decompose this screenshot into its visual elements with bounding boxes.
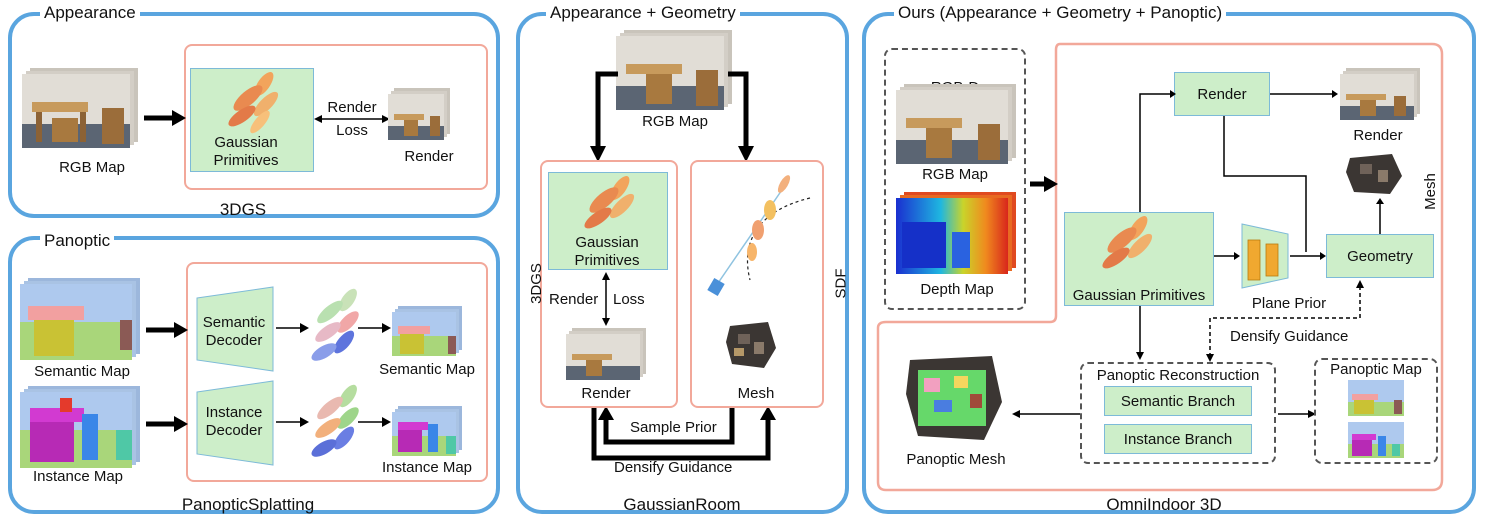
geometry-title: Appearance + Geometry <box>546 4 740 21</box>
appearance-render-loss-label: Render Loss <box>327 99 377 140</box>
instance-map-thumbnail <box>20 386 140 468</box>
ours-instance-branch-box <box>1104 424 1252 454</box>
ours-semantic-branch-box <box>1104 386 1252 416</box>
ours-rgb-thumbnail <box>896 84 1016 164</box>
ours-render-out-label: Render <box>1353 127 1403 144</box>
geometry-3dgs-box <box>540 160 678 408</box>
panoptic-title: Panoptic <box>40 232 115 249</box>
appearance-arrow-in <box>144 110 186 126</box>
instance-decoder-shape <box>196 380 274 466</box>
ours-densify-guidance-label: Densify Guidance <box>1230 328 1349 345</box>
ours-gaussian-label: Gaussian Primitives <box>1072 287 1206 304</box>
instance-arrow-in <box>146 416 188 432</box>
geometry-loss-arrow <box>602 272 610 326</box>
ours-semantic-branch-label: Semantic Branch <box>1120 393 1236 410</box>
geometry-sdf-box <box>690 160 824 408</box>
geometry-rgb-label: RGB Map <box>642 113 708 130</box>
appearance-render-label: Render <box>404 148 454 165</box>
instance-decoder-arrow <box>276 417 309 427</box>
ours-mesh-thumbnail <box>1344 152 1406 196</box>
instance-out-arrow <box>358 417 391 427</box>
semantic-decoder-arrow <box>276 323 309 333</box>
geometry-gaussian-box <box>548 172 668 270</box>
semantic-output-thumbnail <box>392 306 462 356</box>
geometry-rgb-thumbnail <box>616 30 732 110</box>
ours-depth-thumbnail <box>896 192 1016 274</box>
ours-gaussians-icon <box>1102 216 1153 269</box>
geometry-gaussians-icon <box>584 176 635 229</box>
appearance-rgb-label: RGB Map <box>59 159 125 176</box>
ours-render-box <box>1174 72 1270 116</box>
geometry-feedback-arrows <box>591 408 776 461</box>
plane-prior-icon <box>1241 223 1289 289</box>
ours-panoptic-instance-thumbnail <box>1348 422 1404 458</box>
geometry-mesh-label: Mesh <box>737 385 775 402</box>
geometry-sdf-side-label: SDF <box>832 268 850 299</box>
rgb-map-thumbnail <box>22 68 138 148</box>
appearance-pipeline-box <box>184 44 488 190</box>
instance-gaussians-icon <box>311 384 359 457</box>
ours-rgbd-box <box>884 48 1026 310</box>
ours-panoptic-recon-label: Panoptic Reconstruction <box>1096 367 1260 384</box>
instance-decoder-label: Instance Decoder <box>205 404 263 439</box>
geometry-loss-label: Loss <box>613 291 645 308</box>
panoptic-semantic-input-label: Semantic Map <box>34 363 130 380</box>
ours-output-arrows <box>1012 410 1316 418</box>
panoptic-caption: PanopticSplatting <box>181 495 315 514</box>
panoptic-instance-input-label: Instance Map <box>32 468 124 485</box>
ours-instance-branch-label: Instance Branch <box>1123 431 1233 448</box>
geometry-caption: GaussianRoom <box>623 495 741 514</box>
appearance-gaussian-label: Gaussian Primitives <box>213 134 279 169</box>
ours-flow-arrows <box>1136 90 1384 360</box>
ours-geometry-box <box>1326 234 1434 278</box>
geometry-3dgs-side-label: 3DGS <box>527 263 545 304</box>
ours-caption: OmniIndoor 3D <box>1106 495 1222 514</box>
appearance-gaussian-box <box>190 68 314 172</box>
appearance-render-thumbnail <box>388 88 450 140</box>
ours-input-arrow <box>1030 176 1058 192</box>
semantic-map-thumbnail <box>20 278 140 360</box>
ours-panoptic-map-box <box>1314 358 1438 464</box>
ours-densify-arrow <box>1206 280 1364 362</box>
ours-render-thumbnail <box>1340 68 1420 120</box>
geometry-mesh-thumbnail <box>724 320 778 370</box>
panoptic-pipeline-box <box>186 262 488 482</box>
ours-title: Ours (Appearance + Geometry + Panoptic) <box>894 4 1227 21</box>
instance-output-thumbnail <box>392 406 462 456</box>
sdf-ray-illustration <box>707 175 811 297</box>
ours-panoptic-map-label: Panoptic Map <box>1330 361 1422 378</box>
panoptic-panel <box>8 236 500 514</box>
ours-geometry-box-label: Geometry <box>1347 248 1413 265</box>
semantic-decoder-label: Semantic Decoder <box>202 314 266 349</box>
ours-plane-prior-label: Plane Prior <box>1251 295 1327 312</box>
ours-panoptic-semantic-thumbnail <box>1348 380 1404 416</box>
panoptic-semantic-output-label: Semantic Map <box>379 361 475 378</box>
appearance-caption: 3DGS <box>219 200 267 219</box>
appearance-title: Appearance <box>40 4 140 21</box>
geometry-densify-guidance-label: Densify Guidance <box>614 459 733 476</box>
semantic-out-arrow <box>358 323 391 333</box>
ours-panoptic-mesh-label: Panoptic Mesh <box>906 451 1006 468</box>
semantic-decoder-shape <box>196 286 274 372</box>
geometry-sample-prior-label: Sample Prior <box>630 419 717 436</box>
geometry-gaussian-label: Gaussian Primitives <box>574 234 640 269</box>
ours-pipeline-outline <box>876 42 1444 492</box>
ours-rgb-label: RGB Map <box>922 166 988 183</box>
ours-panoptic-recon-box <box>1080 362 1276 464</box>
appearance-panel <box>8 12 500 218</box>
semantic-arrow-in <box>146 322 188 338</box>
panoptic-instance-output-label: Instance Map <box>381 459 473 476</box>
geometry-render-thumbnail <box>566 328 646 380</box>
ours-panoptic-mesh-thumbnail <box>904 354 1004 444</box>
semantic-gaussians-icon <box>311 288 359 361</box>
gaussian-ellipses-icon <box>228 72 279 134</box>
geometry-render-out-label: Render <box>581 385 631 402</box>
ours-depth-label: Depth Map <box>920 281 994 298</box>
ours-render-box-label: Render <box>1197 86 1247 103</box>
appearance-loss-arrow <box>314 115 390 123</box>
geometry-render-label: Render <box>549 291 599 308</box>
geometry-split-arrows <box>590 71 754 162</box>
